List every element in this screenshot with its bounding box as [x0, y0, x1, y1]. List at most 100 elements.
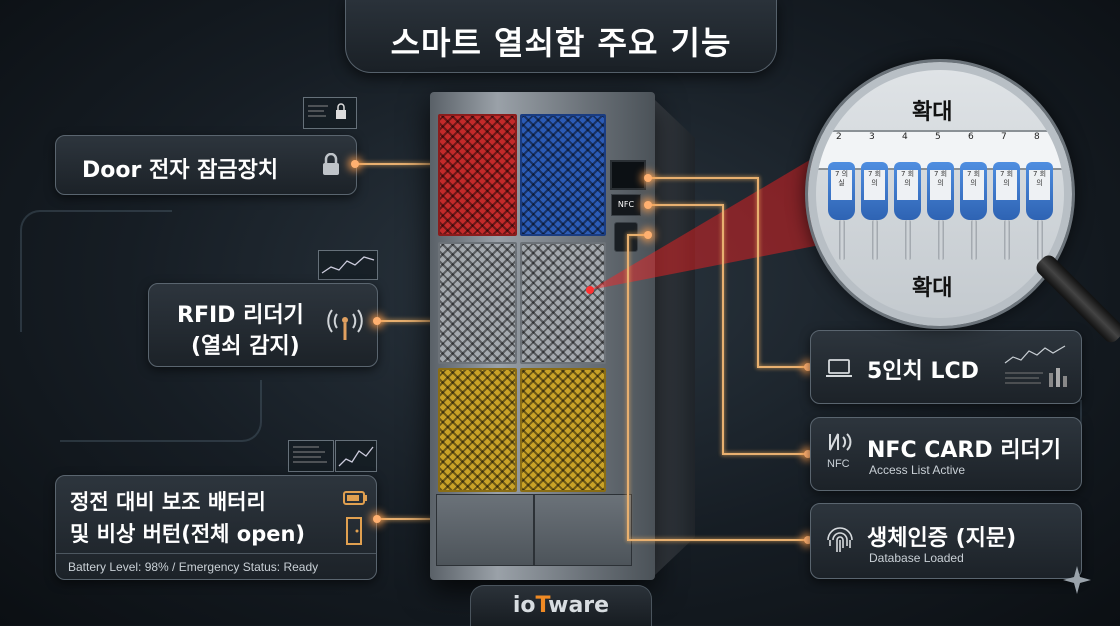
slot-number: 7 — [1001, 132, 1007, 142]
lock-icon — [323, 153, 339, 175]
nfc-icon-text: NFC — [827, 458, 850, 470]
fingerprint-icon — [827, 527, 853, 552]
laptop-icon — [826, 359, 852, 377]
page-title: 스마트 열쇠함 주요 기능 — [390, 24, 732, 62]
cabinet-door-yellow-left — [438, 368, 517, 492]
lcd-connector-dot — [804, 363, 812, 371]
bio-connector-start — [644, 231, 652, 239]
key-tag: 7 회 의 — [993, 162, 1020, 220]
nfc-status: Access List Active — [869, 463, 966, 477]
magnifier-bottom-label: 확대 — [912, 276, 953, 301]
key — [1004, 220, 1010, 260]
biometric-status: Database Loaded — [869, 551, 964, 565]
key-tag-label: 7 회 의 — [963, 170, 984, 200]
key — [971, 220, 977, 260]
nfc-connector-end — [722, 453, 808, 455]
nfc-connector-v — [722, 204, 724, 454]
lcd-panel: 5인치 LCD — [810, 330, 1082, 404]
nfc-connector-dot — [804, 450, 812, 458]
cabinet-door-silver-right — [520, 242, 606, 364]
rfid-label-line2: (열쇠 감지) — [191, 334, 300, 359]
rfid-connector-start — [373, 317, 381, 325]
rfid-panel: RFID 리더기 (열쇠 감지) — [148, 283, 378, 367]
lcd-connector-end — [757, 366, 807, 368]
key-tag-label: 7 회 의 — [1029, 170, 1050, 200]
cabinet-door-blue — [520, 114, 606, 236]
cabinet-drawer-left — [436, 494, 534, 566]
key — [839, 220, 845, 260]
biometric-panel: 생체인증 (지문) Database Loaded — [810, 503, 1082, 579]
door-lock-panel: Door 전자 잠금장치 — [55, 135, 357, 195]
door-lock-connector-start — [351, 160, 359, 168]
slot-number: 6 — [968, 132, 974, 142]
nfc-label: NFC CARD 리더기 — [867, 438, 1061, 463]
brand-logo: ioTware — [512, 593, 610, 618]
key-tag: 7 회 의 — [861, 162, 888, 220]
key-tag-label: 7 의 실 — [831, 170, 852, 200]
lcd-stats-chart — [1004, 345, 1067, 387]
battery-panel: 정전 대비 보조 배터리 및 비상 버턴(전체 open) Battery Le… — [55, 475, 377, 580]
rfid-laser-beam — [586, 145, 835, 294]
cabinet-drawer-right — [534, 494, 632, 566]
sparkle-icon — [1063, 566, 1091, 594]
lcd-connector-h — [648, 177, 758, 179]
magnifier-top-label: 확대 — [912, 100, 953, 125]
battery-icon — [343, 491, 367, 505]
title-banner: 스마트 열쇠함 주요 기능 — [345, 0, 777, 73]
bio-connector-dot — [804, 536, 812, 544]
key-cabinet: NFC — [430, 92, 655, 580]
door-lock-label: Door 전자 잠금장치 — [82, 158, 279, 183]
signal-chart-thumbnail — [318, 250, 378, 280]
key-tag-label: 7 회 의 — [897, 170, 918, 200]
key-tag: 7 회 의 — [894, 162, 921, 220]
biometric-label: 생체인증 (지문) — [867, 526, 1017, 551]
battery-status-text: Battery Level: 98% / Emergency Status: R… — [68, 560, 319, 574]
key-tag: 7 회 의 — [960, 162, 987, 220]
bio-connector-h — [628, 234, 648, 236]
key — [872, 220, 878, 260]
nfc-connector-h — [648, 204, 723, 206]
key — [938, 220, 944, 260]
bio-connector-end — [627, 539, 808, 541]
key-tag: 7 의 실 — [828, 162, 855, 220]
key — [905, 220, 911, 260]
lock-icon — [308, 103, 346, 119]
circuit-trace — [60, 380, 262, 442]
brand-plate: ioTware — [470, 585, 652, 626]
cabinet-door-red — [438, 114, 517, 236]
slot-number: 2 — [836, 132, 842, 142]
key — [1037, 220, 1043, 260]
slot-number: 3 — [869, 132, 875, 142]
cabinet-side — [655, 100, 695, 575]
key-tag-label: 7 회 의 — [930, 170, 951, 200]
cabinet-door-silver-left — [438, 242, 517, 364]
battery-label-line1: 정전 대비 보조 배터리 — [70, 490, 266, 514]
cabinet-door-yellow-right — [520, 368, 606, 492]
battery-log-thumbnail — [288, 440, 334, 472]
rfid-antenna-icon — [327, 309, 363, 340]
nfc-icon — [829, 433, 852, 451]
lcd-screen — [610, 160, 646, 190]
door-exit-icon — [346, 517, 362, 545]
battery-connector — [377, 518, 480, 520]
bio-connector-v — [627, 234, 629, 540]
magnifier-view: 확대 2 3 4 5 6 7 8 7 의 실 7 회 의 7 회 의 7 회 의 7 회 의 7 회 … — [808, 62, 1072, 326]
key-tag-label: 7 회 의 — [996, 170, 1017, 200]
lcd-connector-v — [757, 177, 759, 367]
slot-number: 8 — [1034, 132, 1040, 142]
door-lock-connector — [356, 163, 478, 165]
battery-connector-start — [373, 515, 381, 523]
lcd-connector-start — [644, 174, 652, 182]
key-tag: 7 회 의 — [1026, 162, 1053, 220]
key-tag-label: 7 회 의 — [864, 170, 885, 200]
slot-number: 5 — [935, 132, 941, 142]
nfc-panel: NFC NFC CARD 리더기 Access List Active — [810, 417, 1082, 491]
circuit-trace — [20, 210, 172, 332]
slot-number: 4 — [902, 132, 908, 142]
lock-status-thumbnail — [303, 97, 357, 129]
key-tag: 7 회 의 — [927, 162, 954, 220]
nfc-connector-start — [644, 201, 652, 209]
nfc-reader: NFC — [611, 194, 641, 216]
lcd-label: 5인치 LCD — [867, 359, 979, 384]
fingerprint-scanner — [614, 222, 638, 252]
